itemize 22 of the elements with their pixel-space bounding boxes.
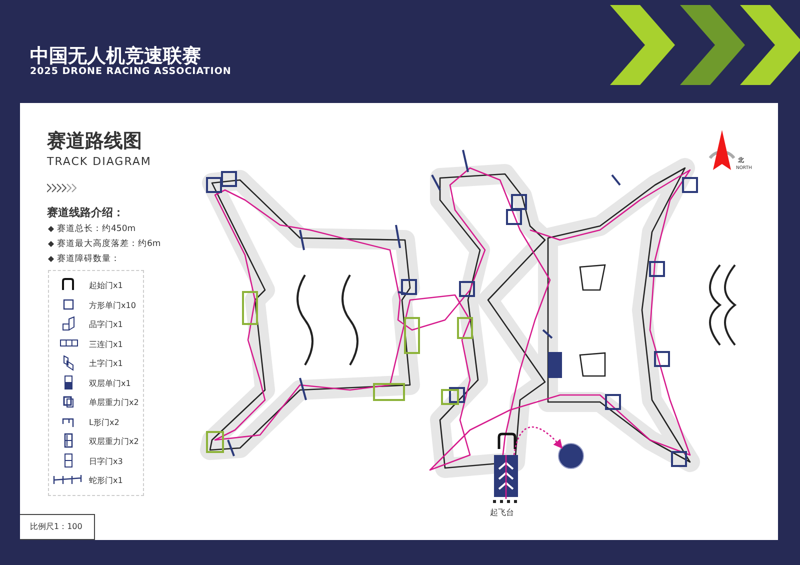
section-heading: 赛道线路介绍： [47, 205, 124, 220]
bullet-item: 赛道总长：约450m [57, 223, 136, 235]
legend-label: 日字门x3 [89, 456, 123, 466]
legend-label: 双层重力门x2 [89, 436, 139, 447]
subtitle: TRACK DIAGRAM [47, 155, 152, 168]
legend-label: L形门x2 [89, 416, 120, 428]
arrow [513, 426, 563, 456]
scale-label: 比例尺1：100 [30, 521, 82, 532]
legend-label: 土字门x1 [89, 358, 123, 369]
legend-label: 单层重力门x2 [89, 397, 139, 408]
legend-label: 方形单门x10 [89, 300, 136, 310]
legend-label: 双层单门x1 [89, 378, 131, 388]
header-title: 中国无人机竞速联赛 [30, 44, 201, 67]
legend-label: 三连门x1 [89, 338, 123, 350]
bullet-item: 赛道最大高度落差：约6m [57, 238, 161, 250]
title: 赛道路线图 [47, 129, 142, 154]
header-subtitle: 2025 DRONE RACING ASSOCIATION [30, 66, 232, 77]
legend-label: 起始门x1 [89, 280, 123, 291]
legend-label: 蛇形门x1 [89, 475, 123, 486]
bullet-item: 赛道障碍数量： [57, 253, 120, 265]
legend-label: 品字门x1 [89, 319, 123, 330]
launch-pad: 起飞台 [476, 455, 536, 521]
